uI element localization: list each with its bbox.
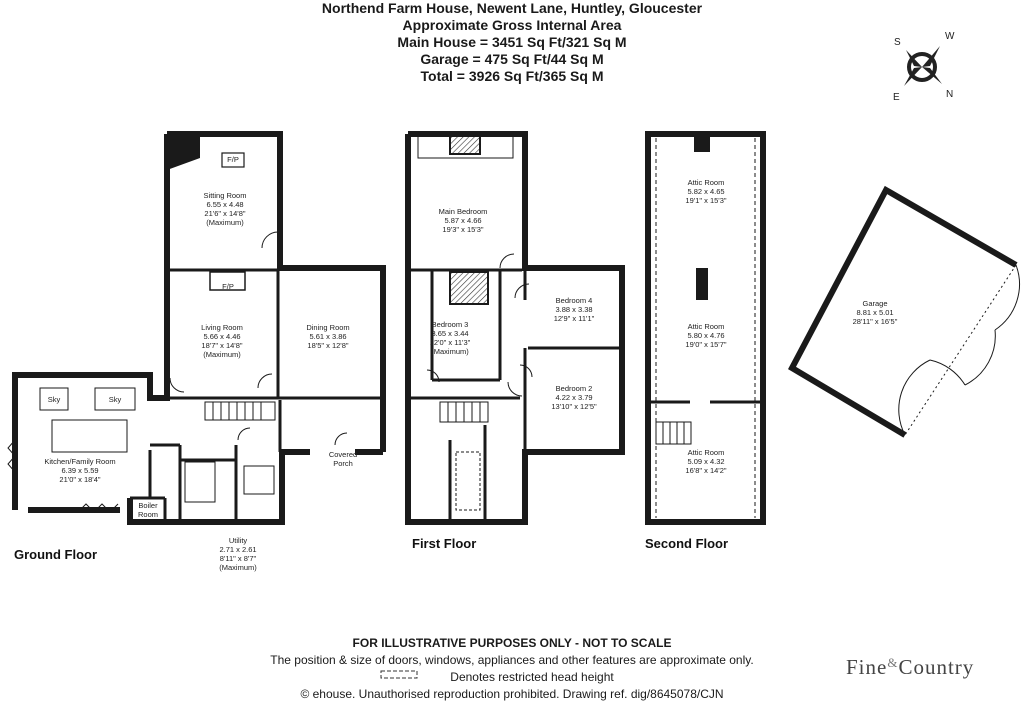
bedroom3-metric: 3.65 x 3.44 bbox=[431, 329, 468, 338]
living-room-name: Living Room bbox=[201, 323, 243, 332]
bedroom3-name: Bedroom 3 bbox=[432, 320, 469, 329]
first-floor-plan bbox=[405, 131, 625, 525]
bedroom4-metric: 3.88 x 3.38 bbox=[555, 305, 592, 314]
legend-text: Denotes restricted head height bbox=[450, 670, 614, 684]
living-room-note: (Maximum) bbox=[203, 350, 241, 359]
living-room-metric: 5.66 x 4.46 bbox=[203, 332, 240, 341]
ground-floor-label: Ground Floor bbox=[14, 547, 97, 562]
garage-area: Garage = 475 Sq Ft/44 Sq M bbox=[420, 51, 604, 67]
bedroom3-imperial: 12'0" x 11'3" bbox=[430, 338, 471, 347]
dining-room-imperial: 18'5" x 12'8" bbox=[307, 341, 348, 350]
garage-metric: 8.81 x 5.01 bbox=[856, 308, 893, 317]
covered-porch-line1: Covered bbox=[329, 450, 357, 459]
kitchen-imperial: 21'0" x 18'4" bbox=[59, 475, 100, 484]
attic-room1-metric: 5.82 x 4.65 bbox=[687, 187, 724, 196]
second-floor-label: Second Floor bbox=[645, 536, 728, 551]
attic-room3-name: Attic Room bbox=[688, 448, 725, 457]
main-bedroom-imperial: 19'3" x 15'3" bbox=[442, 225, 483, 234]
sitting-room-note: (Maximum) bbox=[206, 218, 244, 227]
fireplace-label-living: F/P bbox=[222, 282, 234, 291]
attic-room1-name: Attic Room bbox=[688, 178, 725, 187]
compass-e: E bbox=[893, 92, 900, 103]
utility-note: (Maximum) bbox=[219, 563, 257, 572]
sitting-room-metric: 6.55 x 4.48 bbox=[206, 200, 243, 209]
approximation-note: The position & size of doors, windows, a… bbox=[270, 653, 754, 667]
compass-n: N bbox=[946, 89, 953, 100]
total-area: Total = 3926 Sq Ft/365 Sq M bbox=[420, 68, 604, 84]
sitting-room-imperial: 21'6" x 14'8" bbox=[204, 209, 245, 218]
kitchen-name: Kitchen/Family Room bbox=[44, 457, 115, 466]
compass-s: S bbox=[894, 37, 901, 48]
copyright: © ehouse. Unauthorised reproduction proh… bbox=[300, 687, 724, 701]
utility-name: Utility bbox=[229, 536, 248, 545]
garage-plan bbox=[788, 185, 1020, 438]
bedroom2-imperial: 13'10" x 12'5" bbox=[551, 402, 597, 411]
skylight-label-2: Sky bbox=[109, 395, 122, 404]
bedroom2-name: Bedroom 2 bbox=[556, 384, 593, 393]
dining-room-metric: 5.61 x 3.86 bbox=[309, 332, 346, 341]
garage-imperial: 28'11" x 16'5" bbox=[853, 317, 898, 326]
attic-room2-name: Attic Room bbox=[688, 322, 725, 331]
utility-imperial: 8'11" x 8'7" bbox=[220, 554, 257, 563]
main-bedroom-name: Main Bedroom bbox=[439, 207, 488, 216]
fine-country-logo: Fine&Country bbox=[846, 655, 975, 679]
boiler-room-line2: Room bbox=[138, 510, 158, 519]
kitchen-metric: 6.39 x 5.59 bbox=[61, 466, 98, 475]
attic-room2-imperial: 19'0" x 15'7" bbox=[685, 340, 726, 349]
attic-room2-metric: 5.80 x 4.76 bbox=[687, 331, 724, 340]
sitting-room-name: Sitting Room bbox=[204, 191, 247, 200]
compass-icon: S W E N bbox=[893, 31, 955, 103]
fireplace-label-sitting: F/P bbox=[227, 155, 239, 164]
garage-name: Garage bbox=[862, 299, 887, 308]
attic-room3-metric: 5.09 x 4.32 bbox=[687, 457, 724, 466]
dining-room-name: Dining Room bbox=[306, 323, 349, 332]
second-floor-plan bbox=[645, 131, 766, 525]
skylight-label-1: Sky bbox=[48, 395, 61, 404]
living-room-imperial: 18'7" x 14'8" bbox=[201, 341, 242, 350]
compass-w: W bbox=[945, 31, 955, 42]
footer: FOR ILLUSTRATIVE PURPOSES ONLY - NOT TO … bbox=[0, 635, 1024, 703]
property-title: Northend Farm House, Newent Lane, Huntle… bbox=[321, 0, 703, 16]
disclaimer: FOR ILLUSTRATIVE PURPOSES ONLY - NOT TO … bbox=[352, 636, 672, 650]
restricted-height-legend-icon bbox=[380, 670, 418, 679]
bedroom4-imperial: 12'9" x 11'1" bbox=[554, 314, 595, 323]
bedroom4-name: Bedroom 4 bbox=[556, 296, 593, 305]
attic-room1-imperial: 19'1" x 15'3" bbox=[685, 196, 726, 205]
header: Northend Farm House, Newent Lane, Huntle… bbox=[0, 0, 1024, 85]
main-house-area: Main House = 3451 Sq Ft/321 Sq M bbox=[397, 34, 627, 50]
attic-room3-imperial: 16'8" x 14'2" bbox=[685, 466, 726, 475]
covered-porch-line2: Porch bbox=[333, 459, 353, 468]
bedroom2-metric: 4.22 x 3.79 bbox=[555, 393, 592, 402]
bedroom3-note: (Maximum) bbox=[431, 347, 469, 356]
ground-floor-plan bbox=[7, 131, 386, 525]
first-floor-label: First Floor bbox=[412, 536, 476, 551]
area-label: Approximate Gross Internal Area bbox=[402, 17, 622, 33]
main-bedroom-metric: 5.87 x 4.66 bbox=[444, 216, 481, 225]
boiler-room-line1: Boiler bbox=[138, 501, 158, 510]
utility-metric: 2.71 x 2.61 bbox=[219, 545, 256, 554]
